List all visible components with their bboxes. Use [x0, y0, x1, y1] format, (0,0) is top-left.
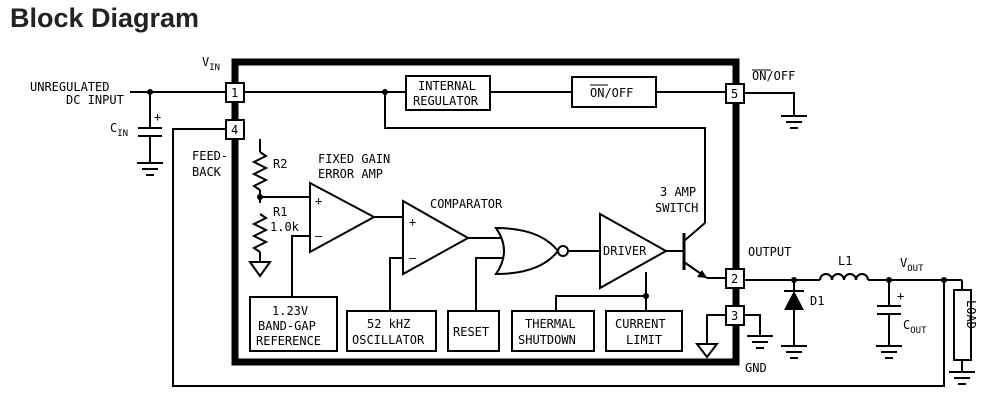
ic-package-outline — [231, 58, 740, 366]
ground-icon — [747, 335, 773, 349]
r1-label: R1 — [273, 205, 287, 219]
pin5-ground-wire — [744, 92, 795, 116]
r2-label: R2 — [273, 157, 287, 171]
oscillator-to-comparator-wire — [389, 257, 403, 311]
r1-value-label: 1.0k — [270, 220, 300, 234]
error-amp-label-2: ERROR AMP — [318, 167, 383, 181]
current-limit-block — [605, 310, 683, 352]
switch-emitter-arrow — [697, 270, 707, 278]
pin-5-label: 5 — [731, 87, 738, 101]
feedback-label-2: BACK — [192, 165, 222, 179]
oscillator-block — [346, 310, 437, 352]
oscillator-label-2: OSCILLATOR — [352, 333, 425, 347]
bandgap-label-2: BAND-GAP — [258, 319, 316, 333]
ground-icon — [781, 345, 807, 359]
driver-junction-dot — [643, 293, 649, 299]
comparator-minus: – — [409, 251, 417, 265]
comparator-plus: + — [409, 215, 416, 229]
vout-junction-dot — [941, 277, 947, 283]
pin3-internal-wire — [706, 314, 726, 344]
page-title: Block Diagram — [10, 3, 200, 33]
unregulated-input-label-1: UNREGULATED — [30, 80, 109, 94]
cin-plus-sign: + — [154, 110, 161, 124]
onoff-block-label: ON/OFF — [590, 86, 633, 100]
vout-label: VOUT — [900, 256, 924, 274]
bandgap-label-3: REFERENCE — [256, 334, 321, 348]
internal-regulator-label-1: INTERNAL — [418, 79, 476, 93]
current-limit-label-1: CURRENT — [615, 317, 666, 331]
bandgap-to-amp-wire — [291, 235, 310, 297]
feedback-loop-wire — [172, 128, 945, 387]
r1-resistor — [251, 213, 269, 253]
l1-inductor — [819, 273, 869, 281]
bandgap-reference-block — [249, 296, 338, 352]
cin-label: CIN — [110, 121, 128, 139]
l1-label: L1 — [838, 254, 852, 268]
r2-resistor — [251, 151, 269, 191]
pin-1-label: 1 — [231, 86, 238, 100]
error-amp-plus: + — [315, 194, 322, 208]
ground-icon — [137, 162, 163, 176]
gnd-label: GND — [745, 361, 767, 375]
unregulated-input-label-2: DC INPUT — [66, 93, 124, 107]
feedback-label-1: FEED- — [192, 149, 228, 163]
ground-icon — [694, 343, 720, 359]
error-amp-triangle — [309, 181, 377, 254]
cout-plus-sign: + — [897, 289, 904, 303]
d1-label: D1 — [810, 294, 824, 308]
thermal-shutdown-block — [511, 310, 595, 352]
bandgap-label-1: 1.23V — [272, 304, 308, 318]
onoff-pin-label: ON/OFF — [752, 69, 795, 83]
reset-label: RESET — [453, 325, 489, 339]
switch-label-1: 3 AMP — [660, 185, 696, 199]
ground-icon — [248, 261, 272, 278]
reset-to-nor-wire — [475, 257, 503, 311]
reset-block — [447, 310, 500, 352]
pin-2-label: 2 — [731, 272, 738, 286]
internal-regulator-label-2: REGULATOR — [413, 94, 479, 108]
pin-3-label: 3 — [731, 309, 738, 323]
nor-gate-bubble — [557, 245, 569, 257]
switch-collector — [683, 222, 706, 242]
cout-label: COUT — [903, 318, 927, 336]
error-amp-minus: – — [315, 229, 323, 243]
load-label: LOAD — [964, 300, 978, 329]
ground-icon — [781, 115, 807, 129]
current-limit-label-2: LIMIT — [626, 333, 662, 347]
thermal-label-2: SHUTDOWN — [518, 333, 576, 347]
nor-gate — [494, 226, 560, 276]
error-amp-label-1: FIXED GAIN — [318, 152, 390, 166]
d1-diode — [784, 291, 804, 310]
pin3-ground-wire — [744, 314, 761, 336]
vin-to-switch-wire — [384, 92, 706, 223]
comparator-label: COMPARATOR — [430, 197, 503, 211]
switch-label-2: SWITCH — [655, 201, 698, 215]
vin-label: VIN — [202, 55, 220, 73]
ground-icon — [876, 345, 902, 359]
thermal-label-1: THERMAL — [525, 317, 576, 331]
pin-2 — [725, 268, 745, 289]
ground-icon — [949, 371, 975, 385]
output-label: OUTPUT — [748, 245, 791, 259]
oscillator-label-1: 52 kHZ — [367, 317, 410, 331]
driver-triangle — [599, 212, 669, 290]
pin-4-label: 4 — [231, 123, 238, 137]
internal-regulator-block — [405, 75, 491, 111]
thermal-to-driver-wire — [555, 295, 646, 311]
comparator-triangle — [402, 199, 471, 276]
driver-label: DRIVER — [603, 244, 647, 258]
